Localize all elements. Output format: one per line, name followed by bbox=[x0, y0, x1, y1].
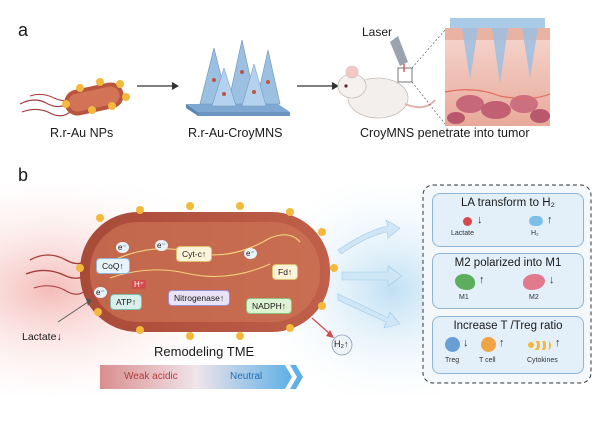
panel-a-illustration bbox=[19, 18, 551, 126]
coq-label: CoQ↑ bbox=[96, 258, 130, 274]
flow-arrow-2 bbox=[297, 82, 339, 90]
caption-croymns: R.r-Au-CroyMNS bbox=[188, 126, 283, 140]
m2-icon bbox=[523, 274, 545, 290]
weak-acidic-label: Weak acidic bbox=[124, 371, 178, 382]
microneedle-patch bbox=[186, 39, 290, 116]
caption-nps: R.r-Au NPs bbox=[50, 126, 114, 140]
box-t-treg: Increase T /Treg ratio ↓ ↑ ↑ Treg T cell… bbox=[432, 316, 584, 374]
mouse bbox=[337, 36, 436, 119]
neutral-label: Neutral bbox=[230, 371, 263, 382]
cytc-label: Cyt-c↑ bbox=[176, 246, 213, 262]
electron-label-2: e⁻ bbox=[155, 240, 168, 251]
box-la-to-h2: LA transform to H₂ ↓ ↑ Lactate H₂ bbox=[432, 193, 584, 247]
atp-label: ATP↑ bbox=[110, 294, 143, 310]
nadph-label: NADPH↑ bbox=[246, 298, 293, 314]
box-m-item-m2: M2 bbox=[529, 294, 539, 301]
box-la-arrow-1: ↓ bbox=[477, 214, 483, 226]
bacterium-nps bbox=[19, 78, 130, 117]
box-t-item-cytokines: Cytokines bbox=[527, 357, 558, 364]
box-t-item-treg: Treg bbox=[445, 357, 460, 364]
box-t-arrow-1: ↓ bbox=[463, 337, 469, 349]
electron-label-4: e⁻ bbox=[94, 287, 107, 298]
box-la-item-lactate: Lactate bbox=[451, 230, 474, 237]
panel-b-letter: b bbox=[18, 165, 29, 185]
flow-arrow-1 bbox=[137, 82, 179, 90]
remodeling-label: Remodeling TME bbox=[154, 344, 255, 359]
box-la-item-h2: H₂ bbox=[531, 230, 539, 237]
box-la-arrow-2: ↑ bbox=[547, 214, 553, 226]
m1-icon bbox=[455, 274, 475, 290]
treg-icon bbox=[445, 337, 460, 352]
fd-label: Fd↑ bbox=[272, 264, 299, 280]
cytokines-icon bbox=[527, 341, 551, 350]
h-plus-label: H⁺ bbox=[132, 280, 146, 289]
h2-label: H₂↑ bbox=[334, 339, 349, 349]
electron-label-1: e⁻ bbox=[116, 242, 129, 253]
box-m-item-m1: M1 bbox=[459, 294, 469, 301]
electron-label-3: e⁻ bbox=[244, 248, 257, 259]
lactate-label: Lactate↓ bbox=[22, 331, 62, 343]
box-t-item-tcell: T cell bbox=[479, 357, 496, 364]
h2-icon bbox=[529, 216, 543, 226]
panel-a-letter: a bbox=[18, 20, 29, 40]
box-t-treg-title: Increase T /Treg ratio bbox=[453, 320, 563, 332]
box-m-arrow-1: ↑ bbox=[479, 274, 485, 286]
laser-label: Laser bbox=[362, 25, 393, 39]
box-la-to-h2-title: LA transform to H₂ bbox=[461, 197, 555, 209]
box-m2-to-m1-title: M2 polarized into M1 bbox=[454, 257, 562, 269]
t-cell-icon bbox=[481, 337, 496, 352]
box-m2-to-m1: M2 polarized into M1 ↑ ↓ M1 M2 bbox=[432, 253, 584, 309]
caption-penetrate: CroyMNS penetrate into tumor bbox=[360, 126, 530, 140]
box-m-arrow-2: ↓ bbox=[549, 274, 555, 286]
tumor-cross-section bbox=[444, 18, 551, 126]
lactate-icon bbox=[463, 217, 472, 226]
box-t-arrow-2: ↑ bbox=[499, 337, 505, 349]
box-t-arrow-3: ↑ bbox=[555, 337, 561, 349]
nitrogenase-label: Nitrogenase↑ bbox=[168, 290, 231, 306]
